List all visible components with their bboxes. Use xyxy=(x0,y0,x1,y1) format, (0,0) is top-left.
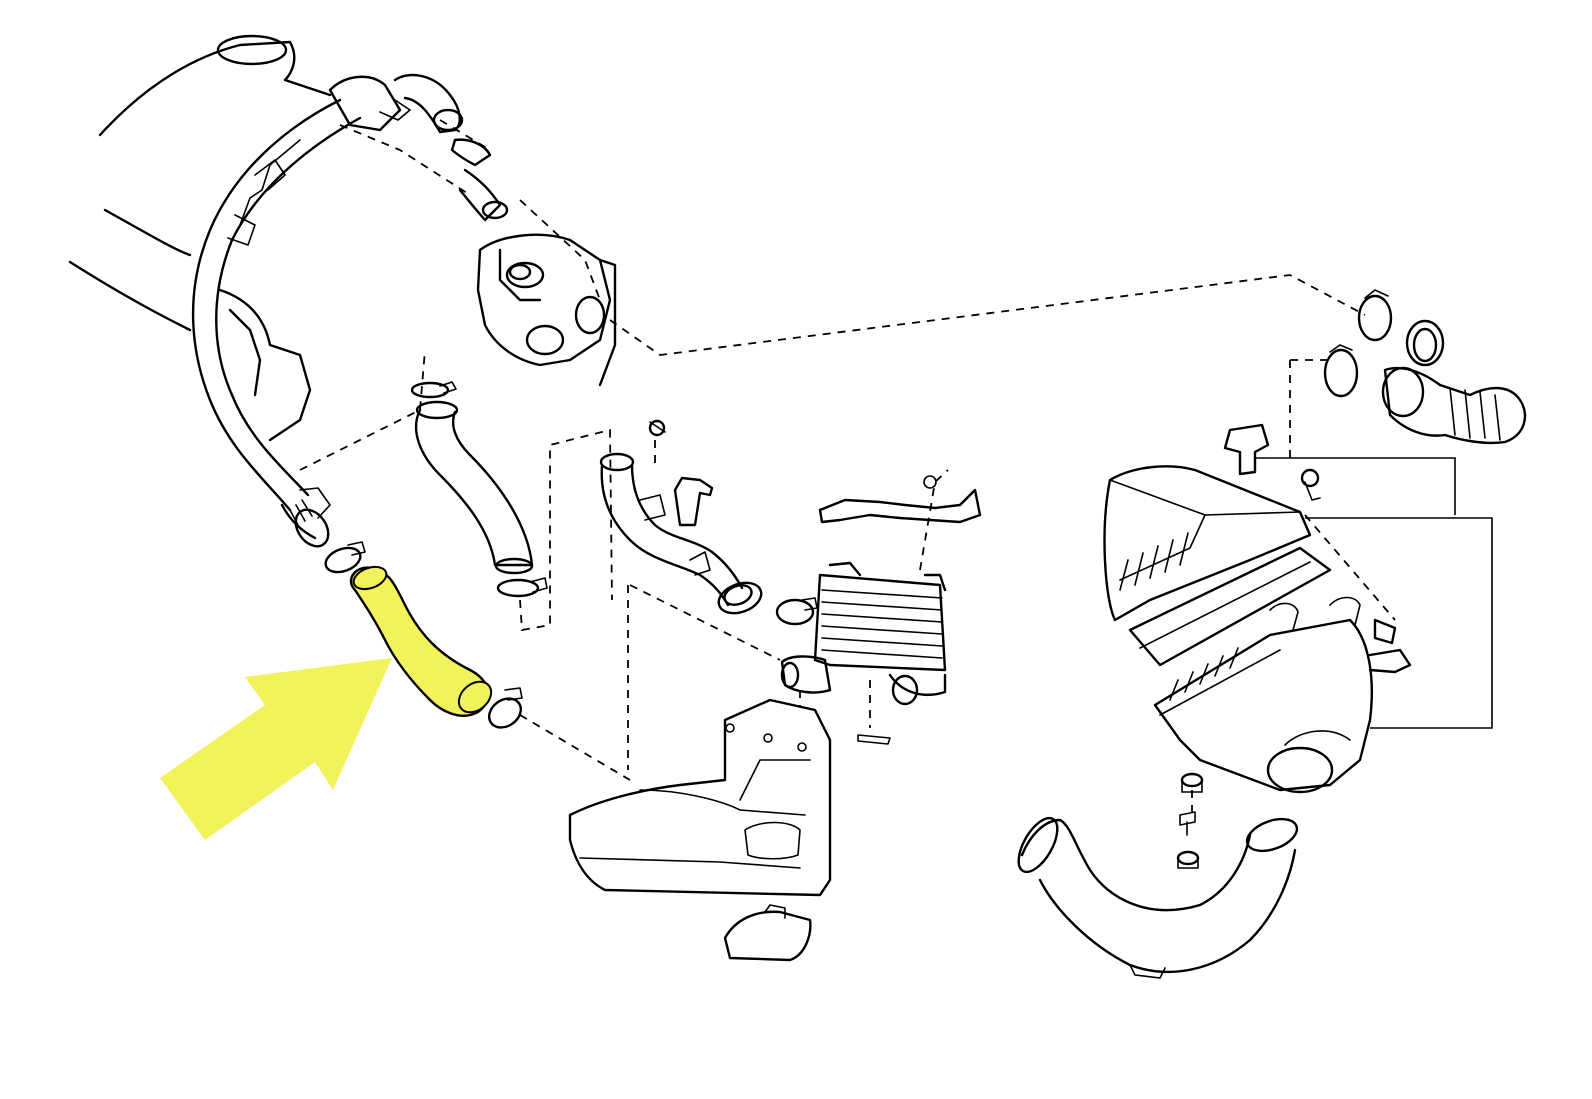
intercooler-pipe xyxy=(599,419,763,615)
arrow-icon xyxy=(160,658,392,840)
highlighted-intercooler-hose xyxy=(324,541,631,781)
intake-hose-upper xyxy=(410,381,548,598)
guide-line-left-hose xyxy=(519,428,613,632)
air-cleaner-outlet-pipe xyxy=(1017,816,1299,979)
air-cleaner-hose xyxy=(1289,289,1527,460)
grommets-and-bolt xyxy=(1176,772,1204,869)
guide-line-turbo-to-air-hose xyxy=(609,274,1366,356)
intercooler-core xyxy=(627,469,982,770)
air-intake-duct xyxy=(568,698,832,962)
engine-block xyxy=(68,34,332,442)
air-cleaner-assembly xyxy=(1103,423,1493,794)
turbocharger xyxy=(328,73,617,387)
guide-line-engine xyxy=(299,349,426,471)
bypass-pipe xyxy=(191,98,411,548)
